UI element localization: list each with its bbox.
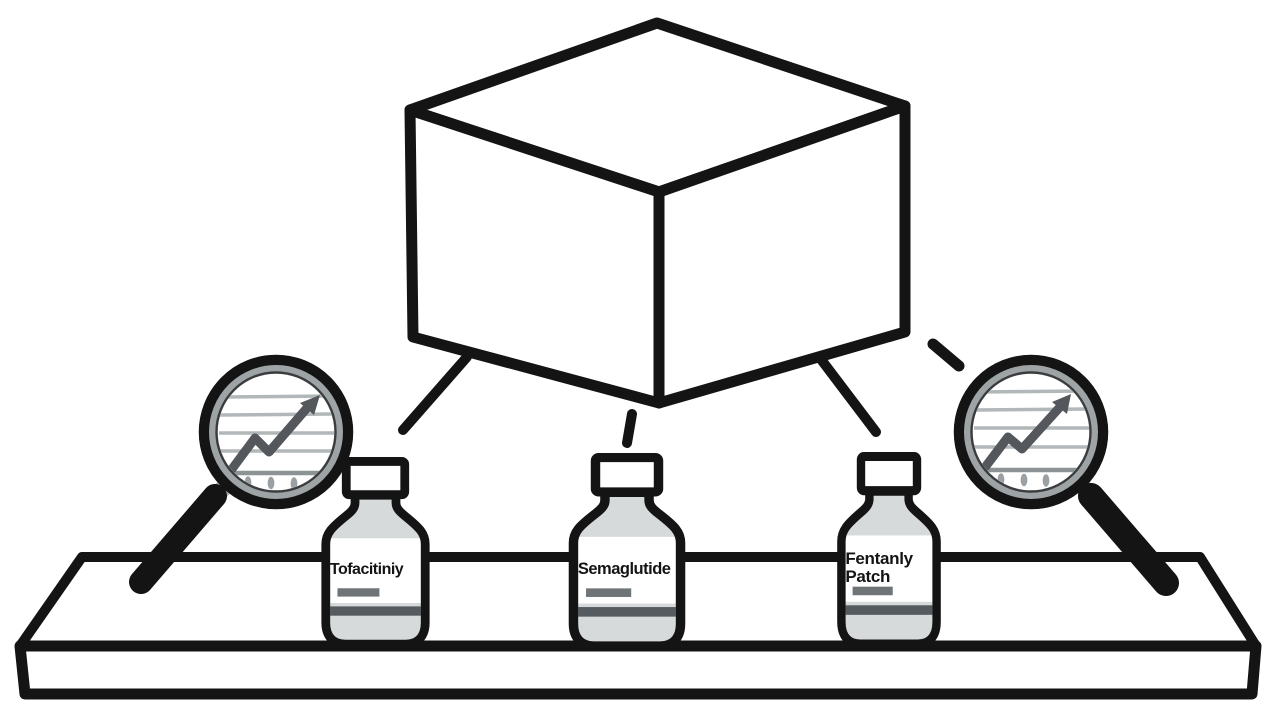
right-trend-arrowhead xyxy=(1052,394,1071,414)
vial-body-outline xyxy=(837,486,941,649)
right-trend-chart xyxy=(974,389,1089,487)
vial-label: Tofacitiniy xyxy=(330,538,424,603)
right-lens-gray-ring xyxy=(964,365,1098,499)
vial-bottle-drawing xyxy=(837,452,941,649)
vial-label-bar xyxy=(586,588,632,597)
fentanly-patch-vial: Fentanly Patch xyxy=(833,452,945,649)
connector-right-line xyxy=(815,353,881,437)
right-magnifier-handle xyxy=(1078,483,1179,596)
vial-body-outline xyxy=(321,490,430,649)
left-trend-arrow xyxy=(227,403,312,474)
vial-label-line: Fentanly xyxy=(845,549,913,569)
right-lens-outer-rim xyxy=(953,354,1109,510)
right-magnifier-icon xyxy=(953,354,1179,596)
left-trend-chart xyxy=(219,394,334,490)
left-lens-gray-ring xyxy=(209,365,343,499)
vial-body-outline xyxy=(568,487,686,651)
shelf-front-face xyxy=(14,640,1262,700)
vial-cap xyxy=(856,452,922,496)
right-trend-arrow xyxy=(981,402,1065,471)
cube-right-face xyxy=(653,100,911,409)
vial-label-bar xyxy=(852,586,893,596)
vial-label: Fentanly Patch xyxy=(845,535,935,602)
connector-left-line xyxy=(398,352,472,435)
vial-bottle-drawing xyxy=(321,457,430,649)
tofacitiniy-vial: Tofacitiniy xyxy=(317,457,434,649)
vial-label-bar xyxy=(337,588,380,597)
vial-label: Semaglutide xyxy=(578,536,679,603)
connector-dash xyxy=(927,338,965,372)
left-lens-inner-line xyxy=(215,371,337,493)
connector-center-line xyxy=(622,409,637,448)
right-lens-inner-line xyxy=(970,371,1092,493)
vial-cap xyxy=(341,457,410,500)
right-chart-ticks xyxy=(997,473,1050,487)
right-chart-gridlines xyxy=(974,389,1089,449)
cube-connector-lines xyxy=(398,338,965,448)
vial-dark-band xyxy=(845,605,933,615)
left-trend-arrowhead xyxy=(300,395,320,415)
black-box-cube-icon xyxy=(404,17,911,409)
left-magnifier-icon xyxy=(129,354,354,594)
vial-dark-band xyxy=(578,607,676,617)
vial-label-line: Semaglutide xyxy=(577,560,671,579)
vial-label-line: Patch xyxy=(845,567,891,587)
vial-dark-band xyxy=(330,606,421,616)
semaglutide-vial: Semaglutide xyxy=(564,453,690,651)
vial-cap xyxy=(590,453,664,497)
left-magnifier-handle xyxy=(129,484,227,594)
vial-label-line: Tofacitiniy xyxy=(329,560,404,578)
vial-bottle-drawing xyxy=(568,453,686,651)
